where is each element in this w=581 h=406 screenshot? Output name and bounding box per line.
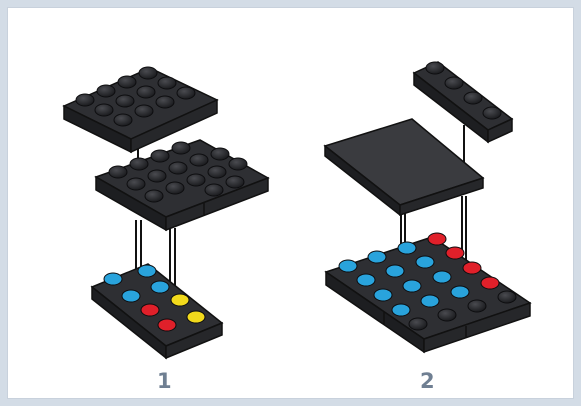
step-2-assembly [325, 62, 530, 352]
step-2-base-plate [326, 233, 530, 352]
step-2-number: 2 [420, 371, 435, 392]
step-1-middle-plate [96, 140, 268, 230]
step-1-top-plate [64, 67, 217, 152]
step-2-smooth-tile [325, 119, 483, 215]
step-1-assembly [64, 67, 268, 358]
step-1-base-plate [92, 264, 222, 358]
step-1-number: 1 [157, 371, 172, 392]
